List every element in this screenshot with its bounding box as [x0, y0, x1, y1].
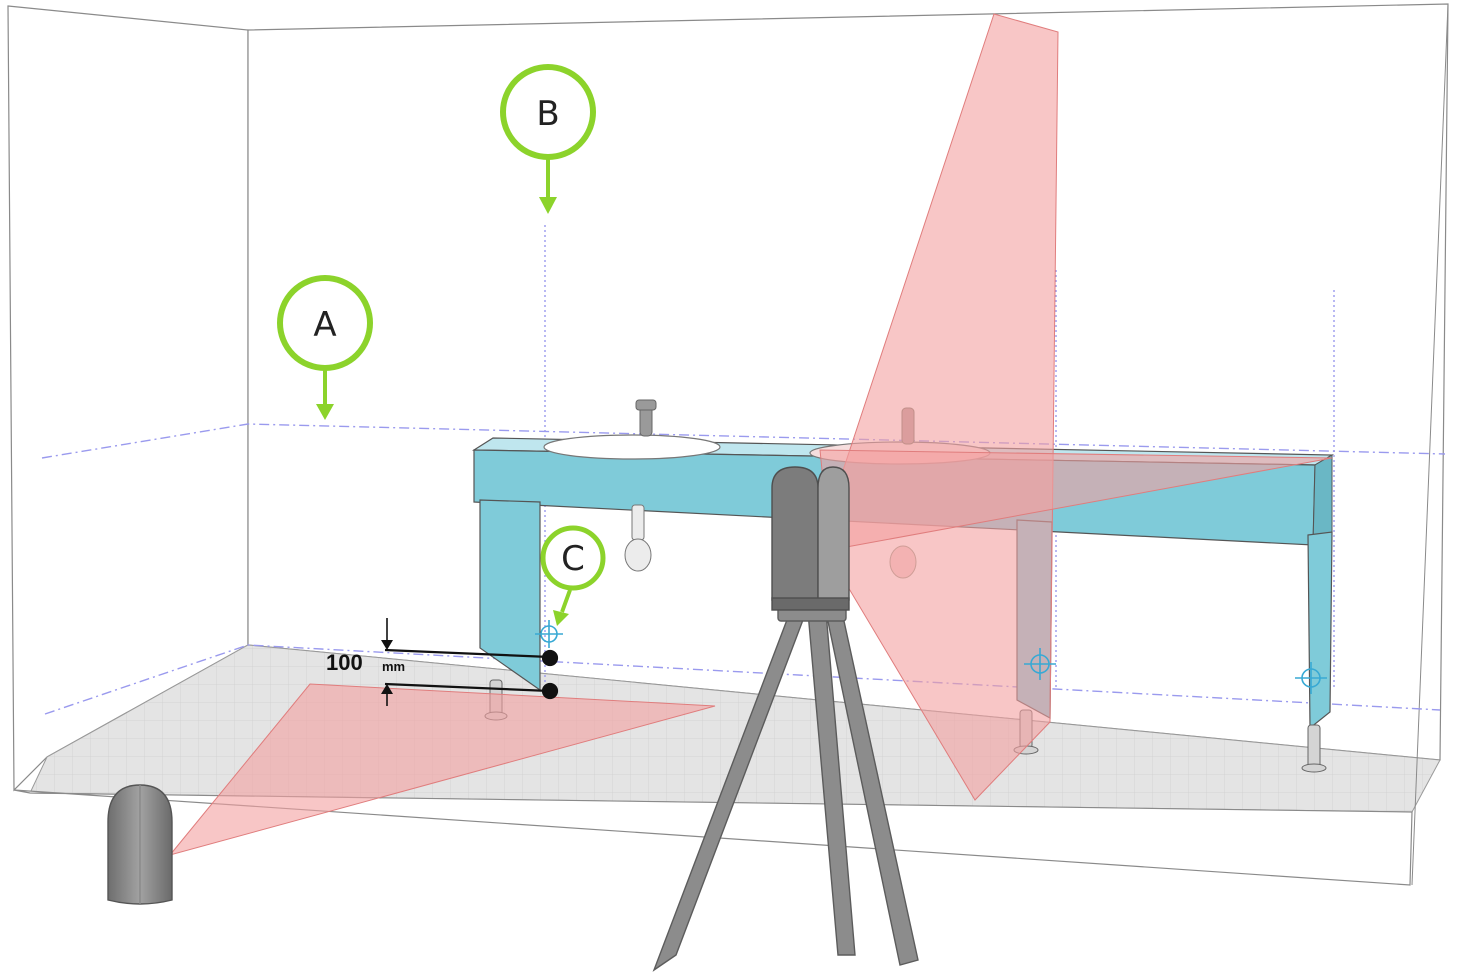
arrow-up-icon	[381, 684, 393, 694]
laser-scanner	[771, 466, 850, 611]
callout-a-label: A	[313, 305, 336, 345]
crosshair-target-icon	[1024, 648, 1056, 680]
washbasin-left	[543, 434, 721, 460]
reference-point-upper	[541, 649, 559, 667]
guide-line-lower	[44, 644, 1441, 715]
scanner-secondary	[107, 784, 173, 905]
arrow-down-icon	[381, 640, 393, 650]
dimension-value: 100	[326, 650, 363, 675]
callout-a: A	[277, 275, 373, 420]
vanity-right-leg	[1307, 531, 1333, 730]
tripod	[652, 602, 919, 972]
arrow-down-icon	[316, 404, 334, 420]
laser-plane-floor	[168, 683, 716, 856]
callout-c: C	[540, 525, 606, 626]
targets	[535, 620, 1327, 694]
dimension-unit: mm	[382, 659, 405, 674]
arrow-down-icon	[539, 197, 557, 214]
callout-b: B	[500, 64, 596, 214]
dimension-annotation	[381, 618, 559, 706]
crosshair-target-icon	[535, 620, 563, 648]
callout-c-label: C	[561, 539, 585, 579]
vanity-right-side	[1312, 454, 1333, 546]
faucet-icon	[635, 399, 657, 437]
laser-planes	[168, 13, 1333, 856]
reference-point-lower	[541, 682, 559, 700]
arrow-down-icon	[553, 610, 569, 626]
callout-b-label: B	[536, 94, 559, 134]
crosshair-target-icon	[1295, 662, 1327, 694]
siphon-icon	[624, 504, 652, 572]
